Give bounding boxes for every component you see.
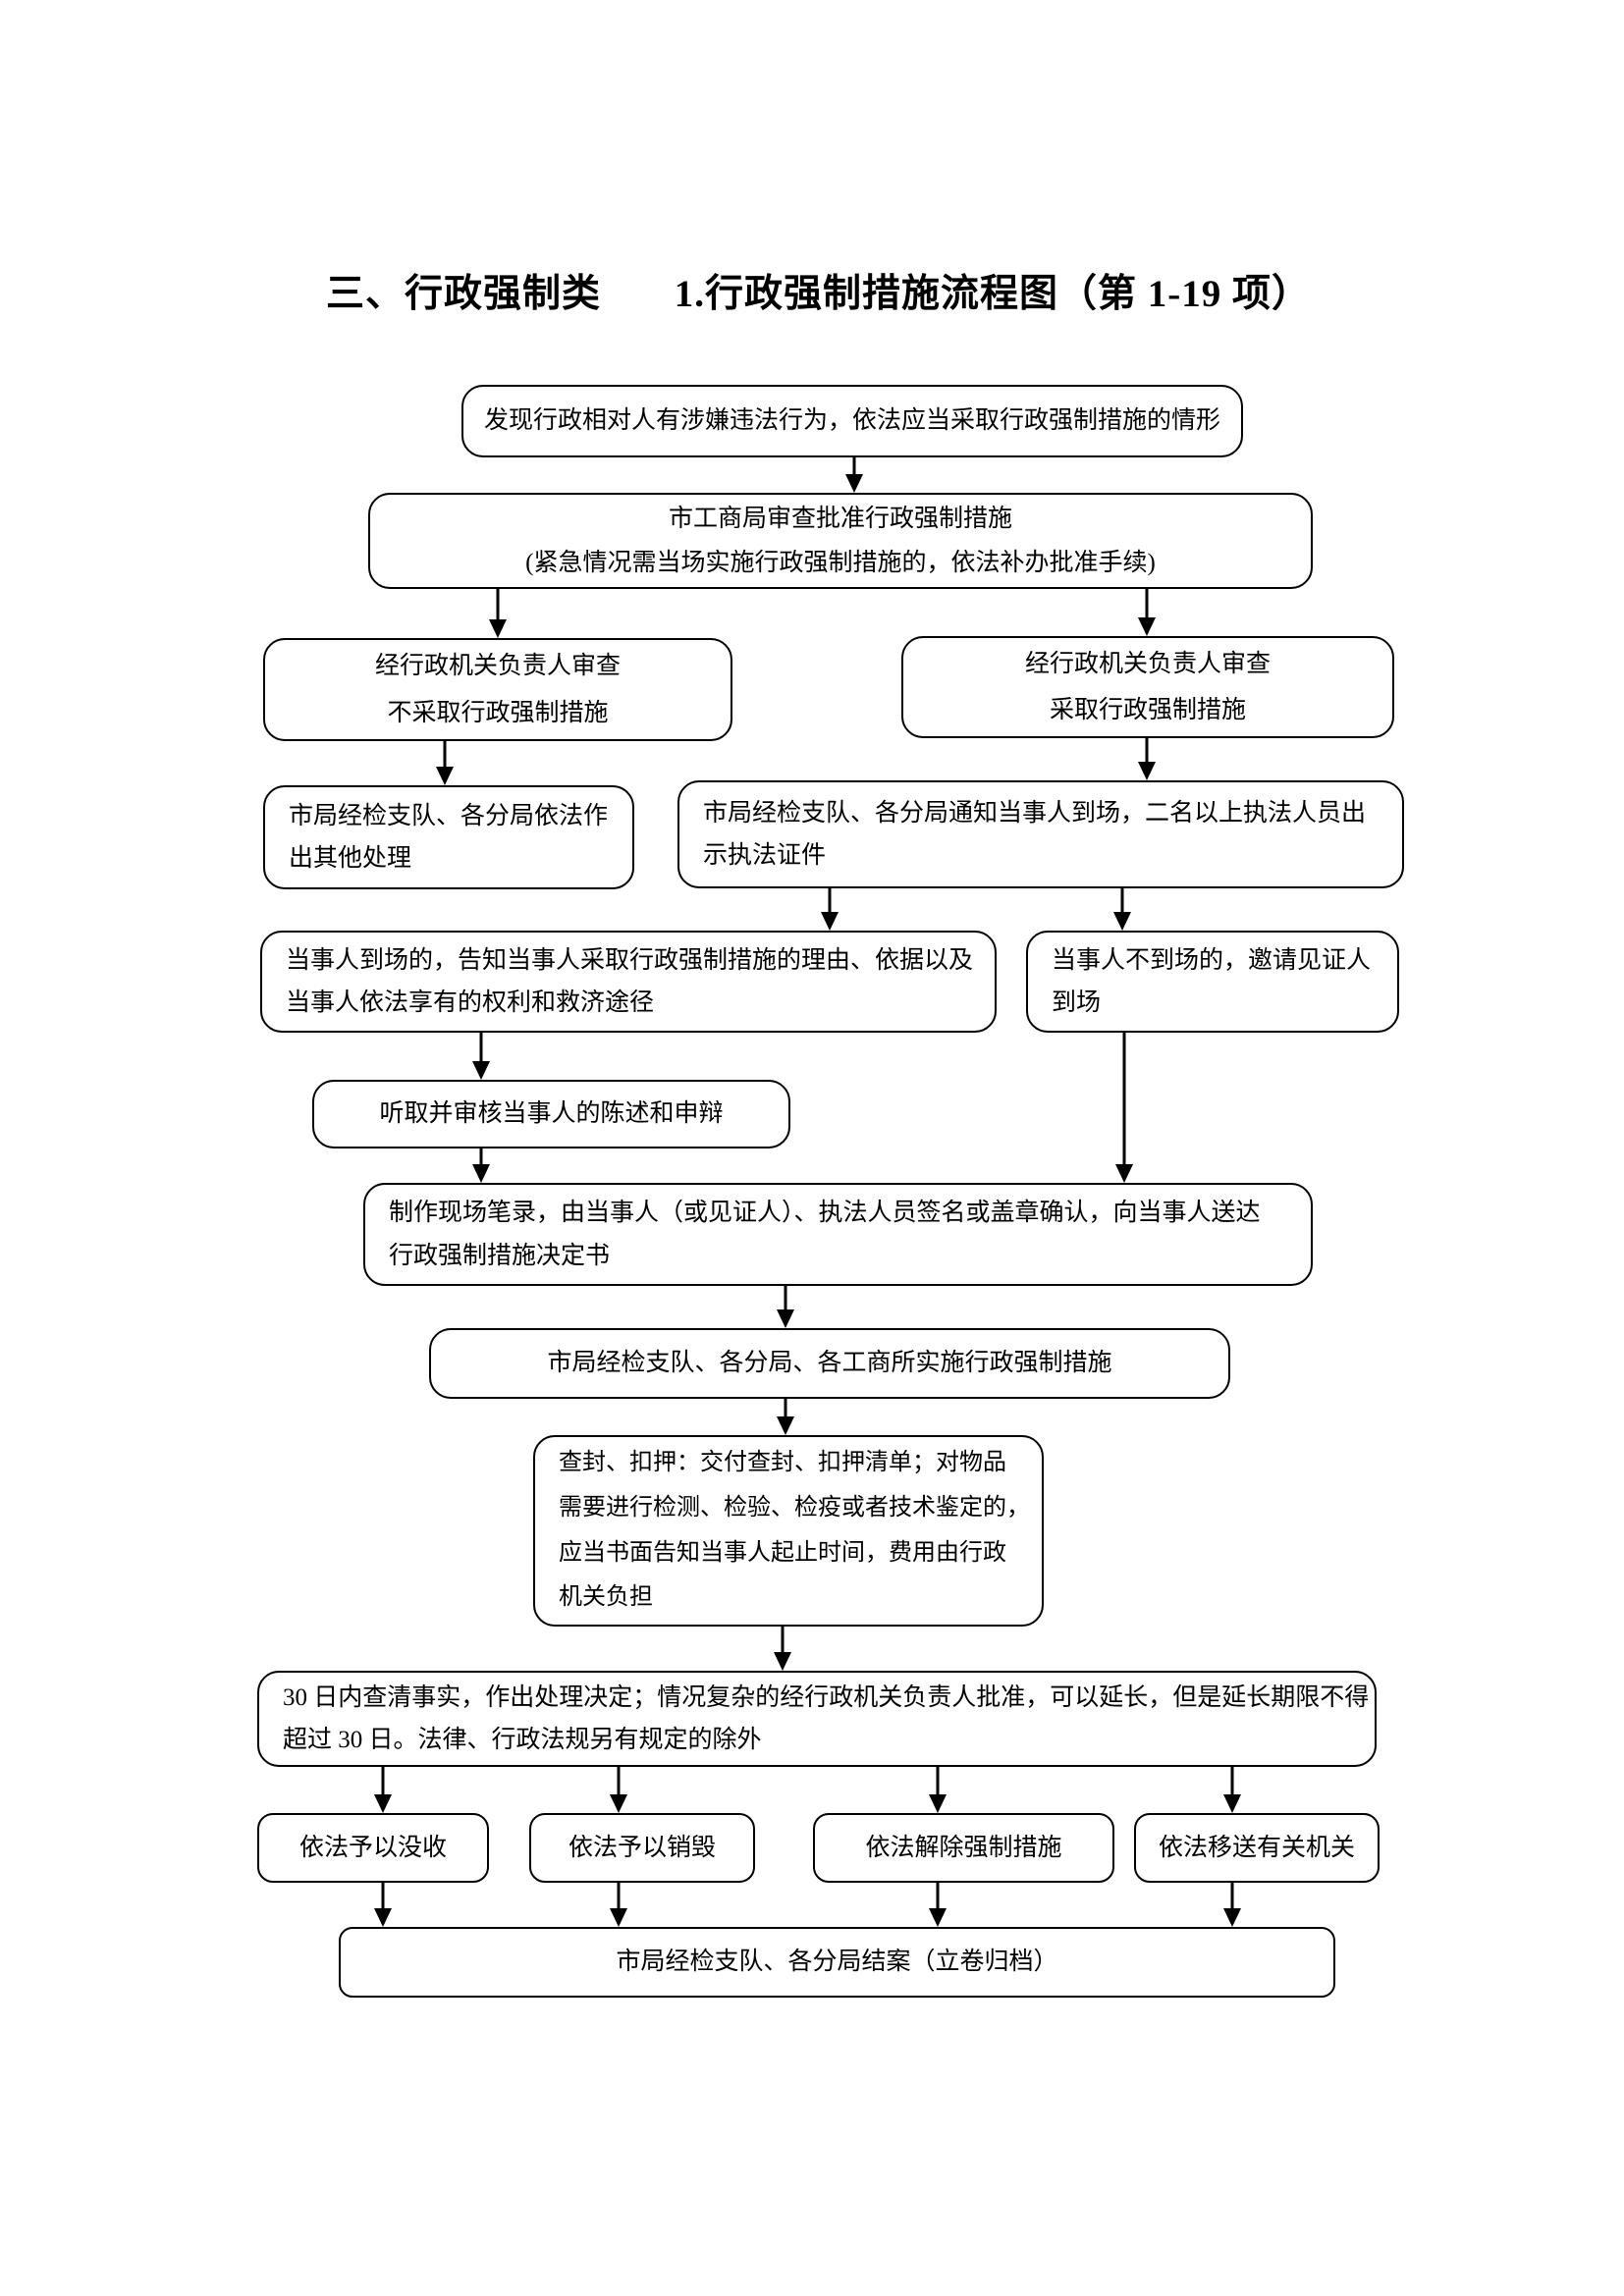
node-review-adopt: 经行政机关负责人审查 采取行政强制措施 [901, 636, 1394, 738]
node-text-line: 出其他处理 [289, 845, 412, 872]
node-notify-party: 市局经检支队、各分局通知当事人到场，二名以上执法人员出 示执法证件 [677, 780, 1404, 888]
title-section: 三、行政强制类 [326, 273, 602, 315]
node-text-line: 超过 30 日。法律、行政法规另有规定的除外 [283, 1727, 762, 1753]
node-party-present: 当事人到场的，告知当事人采取行政强制措施的理由、依据以及 当事人依法享有的权利和… [260, 931, 997, 1033]
node-text-line: 行政强制措施决定书 [389, 1242, 611, 1269]
node-text-line: (紧急情况需当场实施行政强制措施的，依法补办批准手续) [525, 550, 1156, 576]
arrow-stems [381, 457, 1234, 1908]
arrow-heads [374, 474, 1241, 1927]
node-seal-seize: 查封、扣押：交付查封、扣押清单；对物品 需要进行检测、检验、检疫或者技术鉴定的，… [533, 1435, 1044, 1627]
node-text-line: 市局经检支队、各分局依法作 [289, 802, 609, 829]
node-bureau-approval: 市工商局审查批准行政强制措施 (紧急情况需当场实施行政强制措施的，依法补办批准手… [368, 493, 1313, 589]
title-figure: 1.行政强制措施流程图（第 1-19 项） [674, 273, 1312, 315]
node-text-line: 当事人依法享有的权利和救济途径 [286, 989, 655, 1016]
node-text-line: 30 日内查清事实，作出处理决定；情况复杂的经行政机关负责人批准，可以延长，但是… [283, 1683, 1370, 1711]
node-lift-measures: 依法解除强制措施 [813, 1813, 1114, 1883]
node-text-line: 应当书面告知当事人起止时间，费用由行政 [559, 1539, 1006, 1566]
node-party-absent: 当事人不到场的，邀请见证人 到场 [1026, 931, 1399, 1033]
node-text-line: 市工商局审查批准行政强制措施 [668, 506, 1012, 532]
node-confiscate: 依法予以没收 [257, 1813, 489, 1883]
node-text-line: 采取行政强制措施 [1049, 697, 1246, 723]
node-text-line: 经行政机关负责人审查 [374, 653, 621, 679]
page-title: 三、行政强制类 1.行政强制措施流程图（第 1-19 项） [326, 263, 1311, 318]
node-text-line: 当事人不到场的，邀请见证人 [1052, 946, 1372, 974]
node-other-handling: 市局经检支队、各分局依法作 出其他处理 [263, 785, 634, 889]
node-text-line: 发现行政相对人有涉嫌违法行为，依法应当采取行政强制措施的情形 [483, 407, 1220, 435]
node-text-line: 机关负担 [559, 1584, 653, 1611]
node-onsite-record: 制作现场笔录，由当事人（或见证人）、执法人员签名或盖章确认，向当事人送达 行政强… [363, 1183, 1313, 1286]
node-text-line: 依法予以销毁 [568, 1834, 716, 1861]
node-text-line: 当事人到场的，告知当事人采取行政强制措施的理由、依据以及 [286, 946, 974, 974]
node-text-line: 市局经检支队、各分局结案（立卷归档） [616, 1949, 1058, 1976]
node-text-line: 听取并审核当事人的陈述和申辩 [379, 1100, 724, 1128]
node-text-line: 示执法证件 [703, 842, 827, 869]
node-hear-statement: 听取并审核当事人的陈述和申辩 [312, 1080, 790, 1148]
node-text-line: 依法移送有关机关 [1158, 1834, 1355, 1861]
node-review-not-adopt: 经行政机关负责人审查 不采取行政强制措施 [263, 638, 732, 741]
node-transfer-authority: 依法移送有关机关 [1134, 1813, 1380, 1883]
node-text-line: 不采取行政强制措施 [387, 699, 609, 726]
node-close-case: 市局经检支队、各分局结案（立卷归档） [339, 1927, 1335, 1998]
node-text-line: 到场 [1052, 989, 1102, 1016]
node-30-day-decision: 30 日内查清事实，作出处理决定；情况复杂的经行政机关负责人批准，可以延长，但是… [257, 1671, 1377, 1767]
node-text-line: 依法予以没收 [298, 1834, 447, 1861]
node-text-line: 依法解除强制措施 [865, 1834, 1062, 1861]
node-text-line: 经行政机关负责人审查 [1024, 650, 1271, 677]
node-text-line: 查封、扣押：交付查封、扣押清单；对物品 [559, 1450, 1006, 1476]
node-text-line: 需要进行检测、检验、检疫或者技术鉴定的， [559, 1494, 1030, 1521]
node-text-line: 市局经检支队、各分局、各工商所实施行政强制措施 [547, 1350, 1112, 1377]
node-implement-measures: 市局经检支队、各分局、各工商所实施行政强制措施 [429, 1328, 1230, 1399]
node-destroy: 依法予以销毁 [529, 1813, 755, 1883]
node-discover-violation: 发现行政相对人有涉嫌违法行为，依法应当采取行政强制措施的情形 [461, 385, 1243, 457]
node-text-line: 制作现场笔录，由当事人（或见证人）、执法人员签名或盖章确认，向当事人送达 [389, 1200, 1261, 1226]
node-text-line: 市局经检支队、各分局通知当事人到场，二名以上执法人员出 [703, 799, 1367, 827]
